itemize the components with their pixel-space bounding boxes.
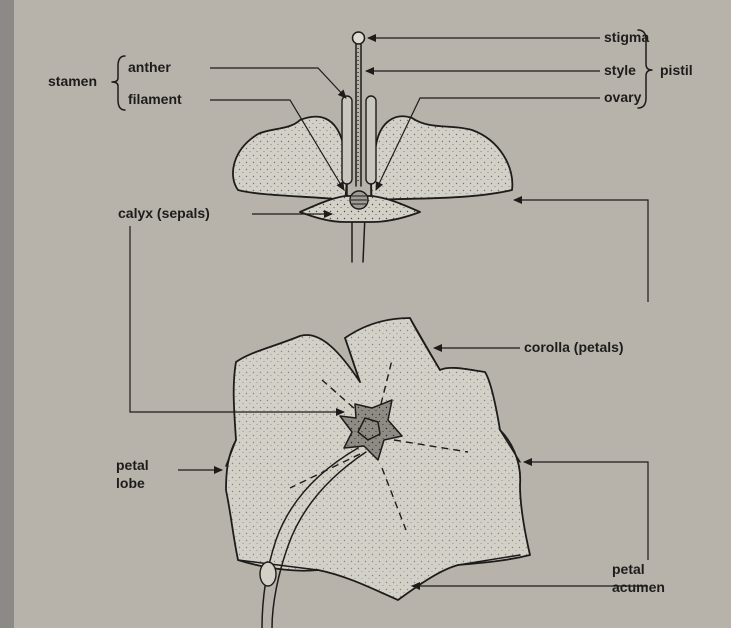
label-filament: filament <box>128 91 182 107</box>
anther-left <box>342 96 352 184</box>
label-ovary: ovary <box>604 89 642 105</box>
label-petal-acumen-line1: petal <box>612 561 645 577</box>
label-pistil: pistil <box>660 62 693 78</box>
page-edge-shadow <box>0 0 14 628</box>
label-petal-lobe-line2: lobe <box>116 475 145 491</box>
label-stigma: stigma <box>604 29 649 45</box>
label-corolla: corolla (petals) <box>524 339 624 355</box>
stem-node <box>260 562 276 586</box>
anther-right <box>366 96 376 184</box>
label-calyx: calyx (sepals) <box>118 205 210 221</box>
label-style: style <box>604 62 636 78</box>
label-petal-acumen-line2: acumen <box>612 579 665 595</box>
label-petal-lobe-line1: petal <box>116 457 149 473</box>
label-stamen: stamen <box>48 73 97 89</box>
label-anther: anther <box>128 59 171 75</box>
stigma-head <box>353 32 365 44</box>
